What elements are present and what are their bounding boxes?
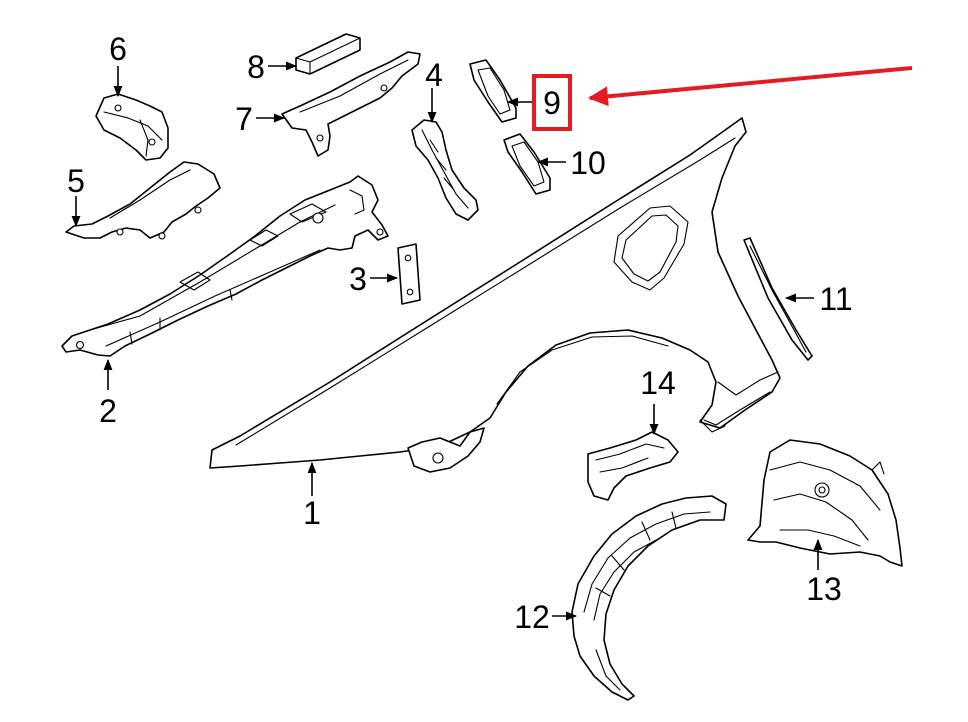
- callout-8: 8: [247, 49, 265, 85]
- highlight-arrow: [588, 66, 913, 107]
- callout-12: 12: [514, 599, 550, 635]
- moulding-strip: [743, 237, 813, 361]
- support-bracket: [411, 119, 479, 221]
- callout-7: 7: [235, 101, 253, 137]
- pad: [397, 243, 421, 305]
- callout-2: 2: [99, 393, 117, 429]
- leader-lines: [71, 61, 823, 621]
- callout-1: 1: [303, 495, 321, 531]
- callout-11: 11: [819, 281, 852, 317]
- rear-liner: [747, 439, 903, 567]
- small-panel-10: [503, 133, 551, 195]
- fender-panel: [209, 117, 781, 473]
- foam-block: [295, 33, 361, 75]
- shield-bracket: [65, 161, 221, 240]
- small-panel-9: [469, 59, 517, 123]
- callout-10: 10: [570, 145, 606, 181]
- callout-13: 13: [806, 571, 842, 607]
- callout-4: 4: [425, 57, 443, 93]
- callout-6: 6: [109, 31, 127, 67]
- callout-3: 3: [349, 261, 367, 297]
- liner-bracket: [587, 431, 679, 501]
- callout-14: 14: [640, 365, 676, 401]
- callout-5: 5: [67, 163, 85, 199]
- highlight-box: [532, 74, 572, 131]
- mount-bracket: [95, 93, 169, 161]
- strip-bracket: [281, 51, 421, 157]
- wheel-liner: [571, 495, 727, 701]
- apron-rail: [61, 175, 389, 357]
- callout-9: 9: [543, 85, 561, 121]
